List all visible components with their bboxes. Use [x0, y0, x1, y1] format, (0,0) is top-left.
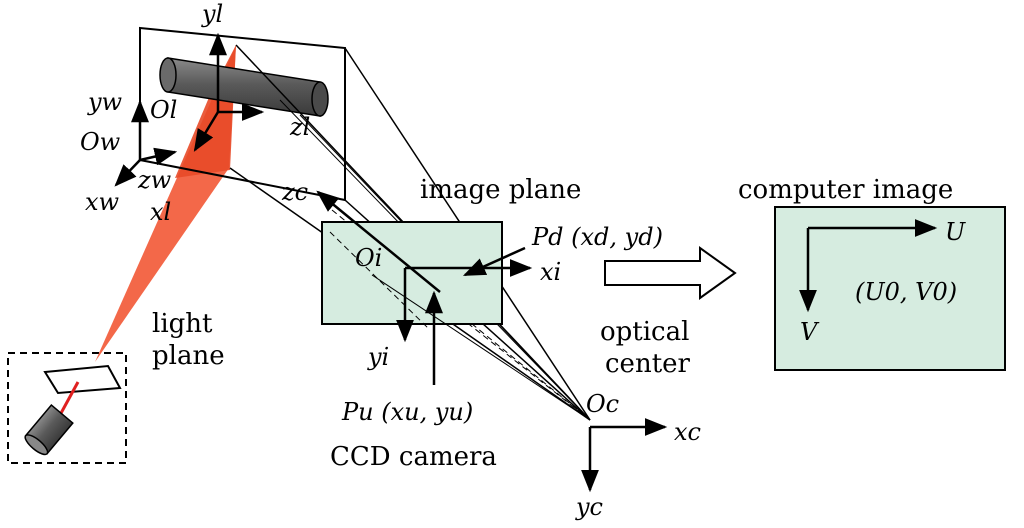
axis-yc: yc	[575, 493, 603, 521]
axis-yi: yi	[367, 343, 389, 371]
axis-u: U	[945, 218, 966, 246]
axis-oi: Oi	[355, 244, 382, 272]
label-pd: Pd (xd, yd)	[531, 223, 663, 251]
axis-oc: Oc	[586, 390, 619, 418]
axis-xi: xi	[540, 258, 561, 286]
axis-zw: zw	[137, 166, 172, 194]
label-plane: plane	[152, 341, 225, 371]
axis-zl: zl	[289, 113, 310, 141]
label-optical: optical	[600, 317, 689, 347]
label-center: center	[605, 349, 691, 379]
axis-labels: yl Ol zl xl yw Ow xw zw zc Oi xi yi Oc x…	[80, 0, 966, 521]
label-pu: Pu (xu, yu)	[341, 398, 473, 426]
image-plane	[321, 221, 503, 325]
axis-xl: xl	[150, 198, 171, 226]
axis-v: V	[800, 318, 820, 346]
cylinder-object	[159, 57, 329, 117]
label-light: light	[152, 309, 213, 339]
axes	[114, 32, 938, 493]
axis-xc: xc	[674, 418, 701, 446]
transfer-arrow	[604, 246, 737, 300]
label-uv0: (U0, V0)	[855, 278, 957, 306]
axis-ol: Ol	[150, 96, 177, 124]
label-computer-image: computer image	[738, 175, 953, 205]
axis-yw: yw	[87, 88, 123, 116]
label-ccd-camera: CCD camera	[330, 442, 497, 472]
label-image-plane: image plane	[420, 175, 581, 205]
axis-ow: Ow	[80, 128, 121, 156]
axis-zc: zc	[281, 178, 308, 206]
laser-source	[7, 352, 127, 464]
text-labels: image plane computer image light plane o…	[152, 175, 957, 472]
axis-yl: yl	[201, 0, 223, 28]
axis-xw: xw	[85, 188, 120, 216]
computer-image	[774, 206, 1006, 371]
